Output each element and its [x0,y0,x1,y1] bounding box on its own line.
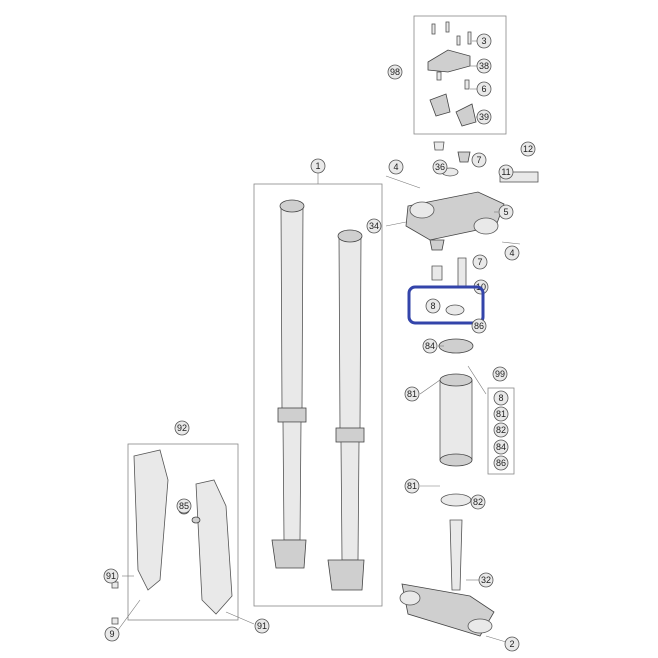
fork-assembly [253,172,383,607]
callout-98-label: 98 [390,67,400,77]
kit-item-label: 86 [496,458,506,468]
callout-84-label: 84 [425,341,435,351]
callout-6-label: 6 [481,84,486,94]
callout-92-label: 92 [177,423,187,433]
callout-86-label: 86 [474,321,484,331]
highlight-box [407,285,485,325]
kit-item: 81 [493,406,509,422]
callout-5-label: 5 [503,207,508,217]
callout-4-bottom-label: 4 [509,248,514,258]
kit-item: 82 [493,422,509,438]
callout-7-bottom: 7 [472,254,488,270]
callout-91-left-label: 91 [106,571,116,581]
callout-92: 92 [174,420,190,436]
callout-7-top-label: 7 [476,155,481,165]
callout-7-bottom-label: 7 [477,257,482,267]
callout-98: 98 [387,64,403,80]
fork-guards [111,443,255,631]
callout-4-top-label: 4 [393,162,398,172]
kit-99-list: 8 81 82 84 86 [493,390,509,471]
callout-4-top: 4 [388,159,404,175]
callout-11-label: 11 [501,167,510,177]
kit-item: 8 [493,390,509,406]
kit-item: 84 [493,439,509,455]
callout-4-bottom: 4 [504,245,520,261]
callout-81-lower-label: 81 [407,481,417,491]
kit-item-label: 8 [498,393,503,403]
callout-1: 1 [310,158,326,174]
callout-82: 82 [470,494,486,510]
callout-7-top: 7 [471,152,487,168]
callout-9-label: 9 [109,629,114,639]
kit-item-label: 82 [496,425,506,435]
callout-91-right-label: 91 [257,621,267,631]
kit-99-box [467,365,515,475]
callout-91-right: 91 [254,618,270,634]
callout-81-lower: 81 [404,478,420,494]
callout-34-label: 34 [369,221,379,231]
callout-85: 85 [176,498,192,514]
callout-3-label: 3 [481,36,486,46]
callout-32: 32 [478,572,494,588]
callout-99: 99 [492,366,508,382]
callout-82-label: 82 [473,497,483,507]
upper-triple-clamp [385,141,539,245]
callout-84: 84 [422,338,438,354]
callout-1-label: 1 [315,161,320,171]
callout-5: 5 [498,204,514,220]
callout-85-label: 85 [179,501,189,511]
callout-99-label: 99 [495,369,505,379]
callout-6: 6 [476,81,492,97]
callout-38: 38 [476,58,492,74]
callout-81-upper-label: 81 [407,389,417,399]
kit-item: 86 [493,455,509,471]
callout-9: 9 [104,626,120,642]
callout-38-label: 38 [479,61,489,71]
callout-34: 34 [366,218,382,234]
callout-86: 86 [471,318,487,334]
callout-12: 12 [520,141,536,157]
callout-39: 39 [476,109,492,125]
kit-item-label: 81 [496,409,506,419]
callout-39-label: 39 [479,112,489,122]
callout-2: 2 [504,636,520,652]
callout-11: 11 [498,164,514,180]
callout-81-upper: 81 [404,386,420,402]
callout-32-label: 32 [481,575,491,585]
callout-36: 36 [432,159,448,175]
callout-91-left: 91 [103,568,119,584]
callout-8-label: 8 [430,301,435,311]
callout-2-label: 2 [509,639,514,649]
callout-3: 3 [476,33,492,49]
highlighted-callout-8[interactable]: 8 [407,285,485,325]
kit-item-label: 84 [496,442,506,452]
callout-12-label: 12 [523,144,533,154]
callout-36-label: 36 [435,162,445,172]
